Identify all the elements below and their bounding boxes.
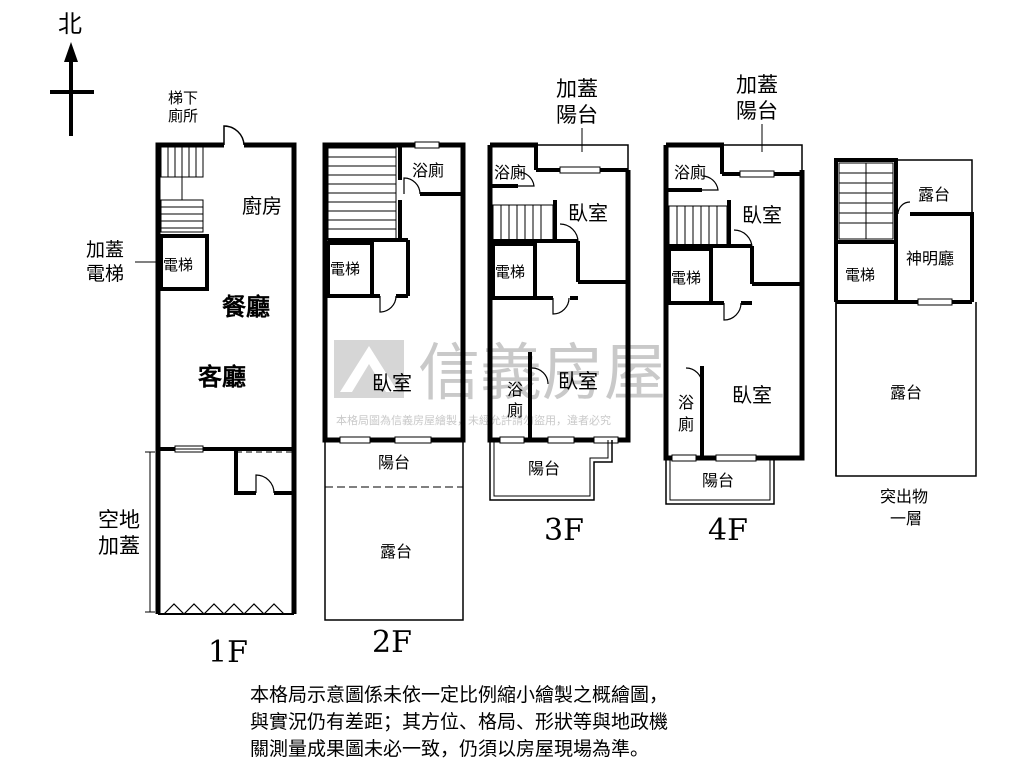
dining-label: 餐廳: [222, 292, 270, 321]
added-balcony-label-4f-1: 加蓋: [736, 73, 778, 97]
disclaimer-line-2: 與實況仍有差距；其方位、格局、形狀等與地政機: [250, 711, 669, 733]
door-icon: [733, 229, 753, 249]
door-icon: [552, 297, 570, 315]
kitchen-label: 廚房: [242, 194, 282, 218]
added-balcony-label-3f-2: 陽台: [556, 103, 598, 127]
floor-1f-label: 1F: [208, 635, 248, 670]
open-space-label-2: 加蓋: [98, 534, 140, 558]
stairs-icon: [327, 147, 397, 241]
added-elevator-label-2: 電梯: [86, 263, 124, 285]
svg-text:電梯: 電梯: [163, 256, 193, 274]
door-icon: [897, 201, 911, 215]
balcony-label-3f: 陽台: [528, 459, 560, 478]
bath-side-label-4f-1: 浴: [678, 393, 694, 412]
watermark: 信義房屋 本格局圖為信義房屋繪製，未經允許請勿盜用，違者必究: [334, 336, 666, 427]
bath-side-label-3f-1: 浴: [507, 380, 523, 399]
folding-door-icon: [163, 603, 285, 615]
door-icon: [701, 175, 719, 191]
floor-3f: 加蓋 陽台 浴廁 臥室 電梯 浴 廁 臥室 陽台 3F: [487, 77, 631, 548]
floor-roof: 露台 電梯 神明廳 露台 突出物 一層: [834, 158, 977, 528]
door-icon: [531, 367, 549, 385]
open-space-label-1: 空地: [98, 508, 140, 532]
door-icon: [223, 125, 245, 146]
door-icon: [379, 295, 397, 313]
floor-2f: 浴廁 電梯 臥室 陽台 露台 2F: [322, 141, 466, 660]
terrace-label-roof: 露台: [890, 383, 922, 402]
added-balcony-label-3f-1: 加蓋: [556, 77, 598, 101]
watermark-notice: 本格局圖為信義房屋繪製，未經允許請勿盜用，違者必究: [336, 413, 611, 427]
watermark-brand: 信義房屋: [418, 336, 666, 409]
stair-toilet-label-1: 梯下: [168, 89, 198, 107]
added-elevator-label-1: 加蓋: [86, 239, 124, 261]
floor-4f-label: 4F: [708, 513, 748, 548]
bath-top-label-3f: 浴廁: [494, 163, 526, 182]
elevator-label-3f: 電梯: [495, 263, 525, 281]
bedroom-bottom-label-4f: 臥室: [732, 383, 772, 407]
stair-toilet-label-2: 廁所: [168, 107, 198, 125]
door-icon: [517, 171, 535, 187]
living-label: 客廳: [198, 362, 246, 391]
door-icon: [685, 367, 703, 385]
disclaimer-line-1: 本格局示意圖係未依一定比例縮小繪製之概繪圖，: [250, 684, 669, 706]
bath-top-label-4f: 浴廁: [674, 163, 706, 182]
stairs-icon: [492, 204, 554, 242]
bedroom-bottom-label-3f: 臥室: [558, 369, 598, 393]
disclaimer-note: 本格局示意圖係未依一定比例縮小繪製之概繪圖， 與實況仍有差距；其方位、格局、形狀…: [250, 682, 810, 763]
roof-label-2: 一層: [890, 509, 922, 528]
door-icon: [559, 223, 579, 243]
stairs-icon: [838, 162, 894, 240]
stairs-icon: [160, 146, 204, 233]
elevator-4f: [667, 247, 713, 305]
elevator-2f: [326, 241, 374, 298]
brand-logo-icon: [334, 340, 404, 398]
floor-1f: 電梯 梯下 廁所 廚房 餐廳 客廳 加蓋 電梯 空地 加蓋 1F: [86, 89, 297, 670]
door-icon: [723, 302, 742, 321]
floor-2f-label: 2F: [372, 625, 412, 660]
elevator-label-2f: 電梯: [330, 260, 360, 278]
balcony-label-4f: 陽台: [702, 471, 734, 490]
roof-label-1: 突出物: [880, 487, 928, 506]
disclaimer-line-3: 關測量成果圖未必一致，仍須以房屋現場為準。: [250, 738, 650, 760]
bath-side-label-4f-2: 廁: [678, 415, 694, 434]
stairs-icon: [668, 205, 728, 247]
bedroom-top-label-4f: 臥室: [742, 203, 782, 227]
north-compass: 北: [50, 10, 94, 136]
door-icon: [255, 474, 275, 494]
north-label: 北: [58, 10, 82, 38]
added-balcony-label-4f-2: 陽台: [736, 99, 778, 123]
north-arrow-head-icon: [64, 42, 78, 62]
bedroom-label-2f: 臥室: [372, 371, 412, 395]
shrine-label-roof: 神明廳: [906, 249, 954, 268]
floor-3f-label: 3F: [544, 513, 584, 548]
bedroom-top-label-3f: 臥室: [568, 201, 608, 225]
door-icon: [403, 177, 421, 195]
floor-4f: 加蓋 陽台 浴廁 臥室 電梯 浴 廁 臥室 陽台 4F: [663, 73, 805, 548]
elevator-3f: [491, 242, 537, 300]
elevator-label-roof: 電梯: [845, 266, 875, 284]
elevator-label-4f: 電梯: [671, 269, 701, 287]
bath-label-2f: 浴廁: [412, 161, 444, 180]
terrace-label-2f: 露台: [380, 542, 412, 561]
terrace-top-label-roof: 露台: [918, 185, 950, 204]
bath-side-label-3f-2: 廁: [507, 401, 523, 420]
balcony-label-2f: 陽台: [378, 453, 410, 472]
